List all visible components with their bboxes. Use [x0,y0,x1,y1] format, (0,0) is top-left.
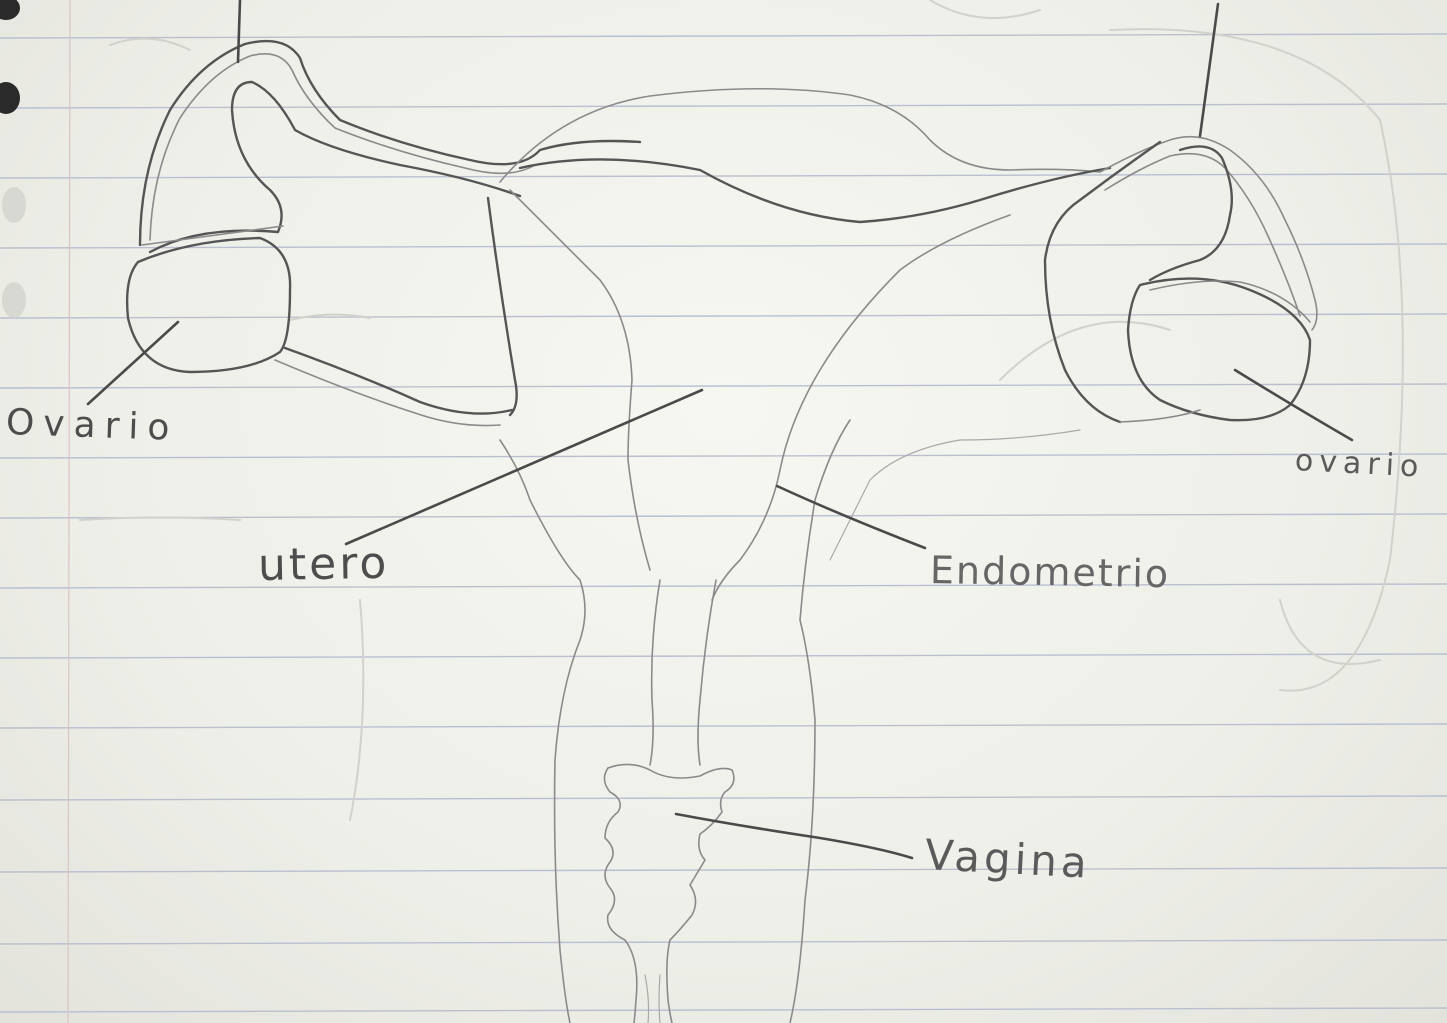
binder-holes [0,0,26,318]
leader-top-right [1200,4,1218,136]
left-ovary [127,238,512,426]
cervical-canal [650,580,716,765]
left-fallopian-tube [140,41,640,252]
label-endometrio: Endometrio [930,548,1171,596]
leader-ovario-right [1235,370,1352,440]
label-utero: utero [258,538,390,591]
leader-vagina [676,814,912,858]
leader-endometrio [777,486,925,548]
label-vagina: Vagina [924,830,1092,888]
bleed-through [80,0,1403,820]
label-ovario-left: Ovario [5,402,179,449]
right-ovary [1120,279,1310,422]
leader-top-left [238,0,240,62]
label-ovario-right: ovario [1294,443,1425,485]
vaginal-canal [604,764,733,1023]
leader-lines [88,0,1352,858]
leader-utero [346,390,702,544]
